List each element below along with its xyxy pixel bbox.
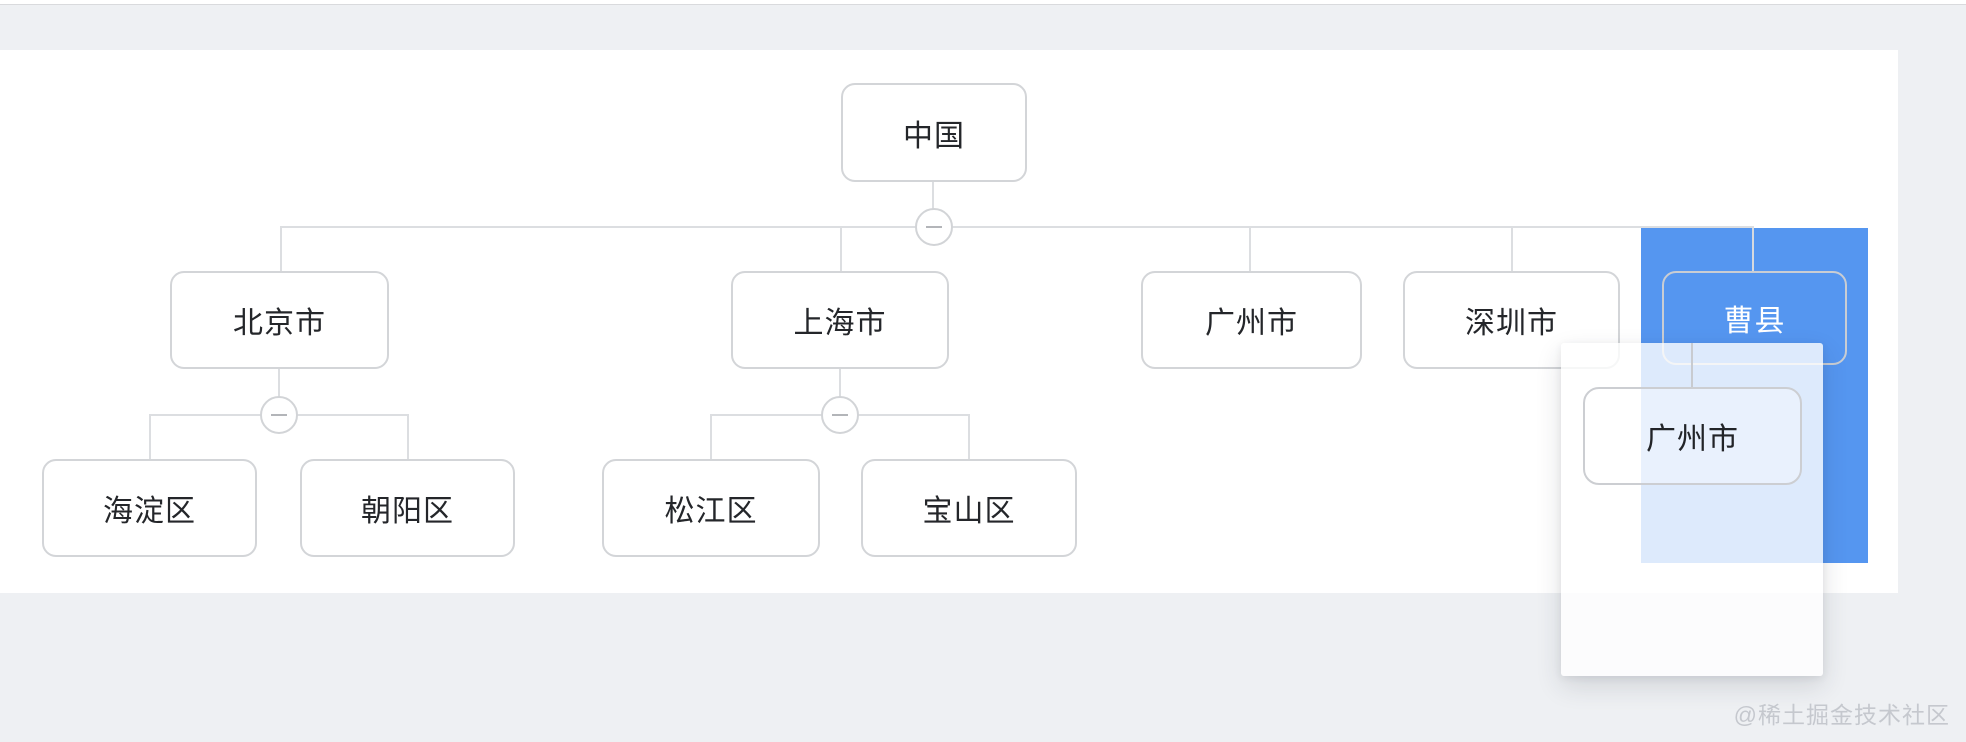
tree-node-guangzhou[interactable]: 广州市 [1141,271,1362,369]
tree-node-shanghai-label: 上海市 [793,307,887,340]
minus-icon [271,414,287,416]
tree-node-chaoyang-label: 朝阳区 [361,495,454,528]
top-window-edge [0,0,1966,5]
minus-icon [832,414,848,416]
connector-root-stem [932,182,934,210]
connector-drop-beijing [280,228,282,271]
collapse-button-shanghai[interactable] [821,396,859,434]
drag-preview-connector-stub [1691,343,1693,387]
tree-node-haidian[interactable]: 海淀区 [42,459,257,557]
tree-node-china-label: 中国 [903,119,965,153]
tree-node-haidian-label: 海淀区 [103,495,196,528]
tree-node-caoxian-label: 曹县 [1723,305,1786,338]
tree-node-baoshan-label: 宝山区 [922,495,1016,528]
connector-root-horizontal [280,226,1754,228]
org-chart-canvas[interactable]: 中国 北京市 上海市 广州市 深圳市 曹县 海淀区 朝阳区 松江区 宝山区 [0,50,1898,593]
tree-node-beijing[interactable]: 北京市 [170,271,389,369]
connector-drop-caoxian [1752,228,1754,271]
collapse-button-china[interactable] [915,208,953,246]
connector-drop-haidian [149,415,151,459]
connector-drop-chaoyang [407,415,409,459]
connector-drop-shanghai [840,228,842,271]
connector-drop-guangzhou [1249,228,1251,271]
tree-node-shanghai[interactable]: 上海市 [731,271,949,369]
tree-node-songjiang[interactable]: 松江区 [602,459,820,557]
drag-preview-node: 广州市 [1583,387,1802,485]
collapse-button-beijing[interactable] [260,396,298,434]
tree-node-chaoyang[interactable]: 朝阳区 [300,459,515,557]
connector-beijing-stem [278,369,280,398]
drag-preview-node-label: 广州市 [1646,423,1739,456]
minus-icon [926,226,942,228]
tree-node-china[interactable]: 中国 [841,83,1027,182]
connector-drop-shenzhen [1511,228,1513,271]
connector-shanghai-stem [839,369,841,398]
connector-drop-baoshan [968,415,970,459]
tree-node-beijing-label: 北京市 [233,307,326,340]
watermark-text: @稀土掘金技术社区 [1733,702,1950,728]
tree-node-shenzhen-label: 深圳市 [1465,307,1558,340]
drag-preview-card: 广州市 [1561,343,1823,676]
tree-node-songjiang-label: 松江区 [664,495,758,528]
tree-node-guangzhou-label: 广州市 [1205,307,1298,340]
connector-drop-songjiang [710,415,712,459]
tree-node-baoshan[interactable]: 宝山区 [861,459,1077,557]
